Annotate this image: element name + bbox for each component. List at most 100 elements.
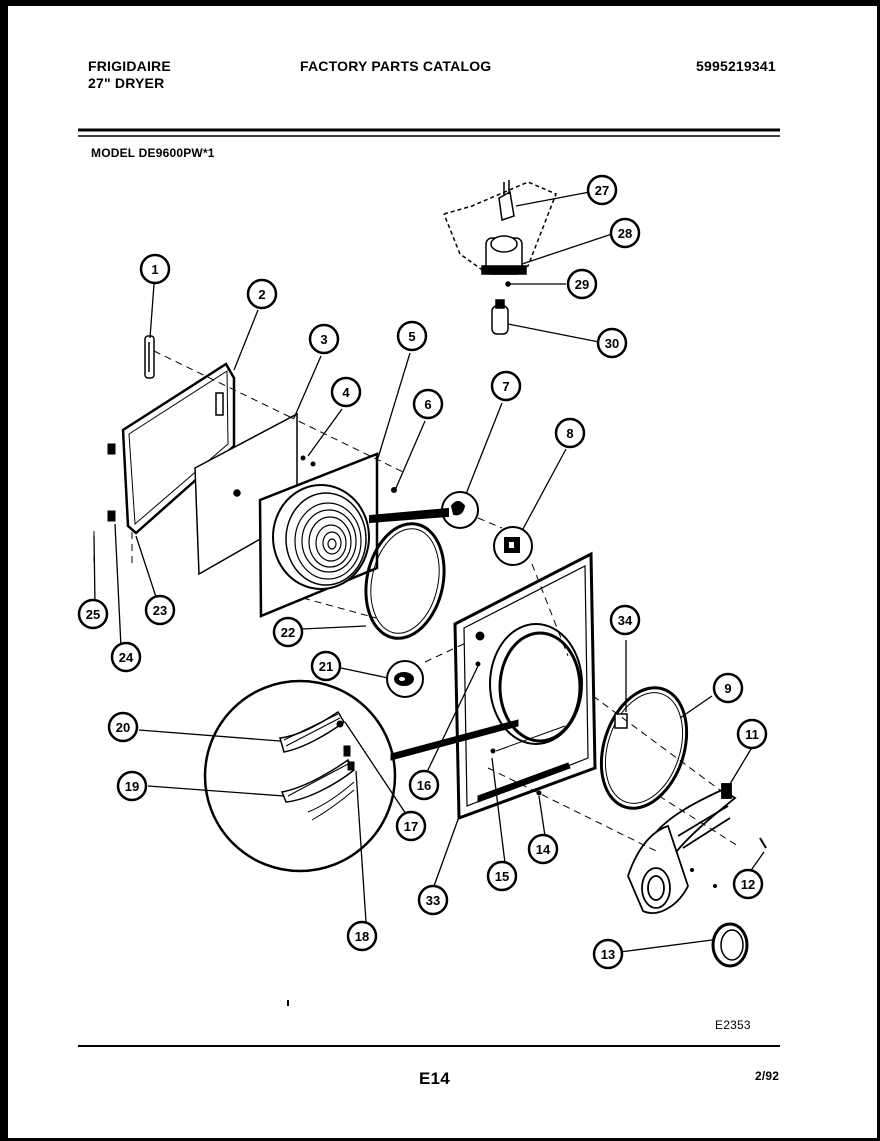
callout-circle	[490, 370, 522, 402]
callout-circle	[408, 769, 440, 801]
callout-circle	[486, 860, 518, 892]
callout-label: 5	[408, 329, 415, 344]
callout-circle	[712, 672, 744, 704]
callout-label: 33	[426, 893, 440, 908]
callout-4: 4	[330, 376, 362, 408]
callout-11: 11	[736, 718, 768, 750]
callout-circle	[308, 323, 340, 355]
callout-14: 14	[527, 833, 559, 865]
callout-label: 3	[320, 332, 327, 347]
exploded-parts-diagram: 1234567891112131415161718192021222324252…	[77, 128, 780, 1047]
callouts: 1234567891112131415161718192021222324252…	[77, 174, 768, 970]
part-13-duct-ring	[711, 922, 749, 968]
callout-label: 6	[424, 397, 431, 412]
callout-label: 9	[724, 681, 731, 696]
callout-label: 11	[745, 727, 759, 742]
callout-circle	[554, 417, 586, 449]
callout-label: 7	[502, 379, 509, 394]
part-21-hinge-pin	[386, 660, 424, 698]
part-5-inner-door-panel	[258, 452, 397, 618]
callout-34: 34	[609, 604, 641, 636]
detail-circle-17-20	[203, 679, 519, 873]
callout-29: 29	[566, 268, 598, 300]
parts-27-30-lamp-assembly	[443, 180, 557, 335]
callout-circle	[310, 650, 342, 682]
callout-23: 23	[144, 594, 176, 626]
callout-circle	[596, 327, 628, 359]
part-22-gasket-ring	[364, 522, 446, 640]
callout-label: 23	[153, 603, 167, 618]
model-number: MODEL DE9600PW*1	[91, 146, 215, 160]
callout-circle	[566, 268, 598, 300]
callout-circle	[586, 174, 618, 206]
callout-circle	[107, 711, 139, 743]
callout-label: 8	[566, 426, 573, 441]
callout-label: 2	[258, 287, 265, 302]
callout-13: 13	[592, 938, 624, 970]
callout-label: 18	[355, 929, 369, 944]
brand-name: FRIGIDAIRE	[88, 58, 171, 74]
callout-circle	[246, 278, 278, 310]
callout-2: 2	[246, 278, 278, 310]
catalog-number: 5995219341	[696, 58, 776, 74]
callout-label: 21	[319, 659, 333, 674]
callout-circle	[417, 884, 449, 916]
revision-date: 2/92	[755, 1069, 780, 1083]
callout-25: 25	[77, 598, 109, 630]
callout-8: 8	[554, 417, 586, 449]
callout-22: 22	[272, 616, 304, 648]
callout-label: 15	[495, 869, 509, 884]
callout-label: 4	[342, 385, 350, 400]
brand-block: FRIGIDAIRE 27" DRYER	[88, 58, 171, 92]
callout-label: 30	[605, 336, 619, 351]
callout-9: 9	[712, 672, 744, 704]
callout-20: 20	[107, 711, 139, 743]
callout-7: 7	[490, 370, 522, 402]
callout-17: 17	[395, 810, 427, 842]
callout-label: 20	[116, 720, 130, 735]
callout-12: 12	[732, 868, 764, 900]
callout-circle	[144, 594, 176, 626]
callout-circle	[139, 253, 171, 285]
callout-3: 3	[308, 323, 340, 355]
part-8-door-catch	[493, 526, 533, 566]
callout-label: 22	[281, 625, 295, 640]
callout-label: 27	[595, 183, 609, 198]
leader-lines	[93, 190, 765, 953]
callout-30: 30	[596, 327, 628, 359]
callout-circle	[736, 718, 768, 750]
callout-circle	[527, 833, 559, 865]
callout-label: 24	[119, 650, 134, 665]
fasteners	[287, 455, 717, 1006]
callout-label: 12	[741, 877, 755, 892]
callout-33: 33	[417, 884, 449, 916]
product-name: 27" DRYER	[88, 75, 165, 91]
callout-15: 15	[486, 860, 518, 892]
callout-21: 21	[310, 650, 342, 682]
porthole-spiral	[294, 502, 362, 580]
callout-circle	[395, 810, 427, 842]
callout-label: 19	[125, 779, 139, 794]
parts-sheet: FRIGIDAIRE 27" DRYER FACTORY PARTS CATAL…	[8, 6, 877, 1138]
callout-label: 16	[417, 778, 431, 793]
callout-circle	[346, 920, 378, 952]
callout-19: 19	[116, 770, 148, 802]
callout-circle	[732, 868, 764, 900]
callout-circle	[272, 616, 304, 648]
callout-label: 13	[601, 947, 615, 962]
catalog-title: FACTORY PARTS CATALOG	[300, 58, 492, 74]
header-rule	[78, 128, 780, 137]
part-9-ring-seal	[599, 686, 689, 810]
part-11-exhaust-duct	[627, 783, 737, 914]
callout-circle	[330, 376, 362, 408]
callout-circle	[396, 320, 428, 352]
part-7-hinge-bracket	[369, 491, 479, 529]
callout-label: 34	[618, 613, 633, 628]
callout-label: 14	[536, 842, 551, 857]
callout-circle	[77, 598, 109, 630]
page-number: E14	[419, 1069, 450, 1088]
callout-circle	[609, 217, 641, 249]
part-12-screw	[759, 837, 767, 849]
callout-circle	[110, 641, 142, 673]
part-1-hinge-clip	[144, 335, 155, 379]
